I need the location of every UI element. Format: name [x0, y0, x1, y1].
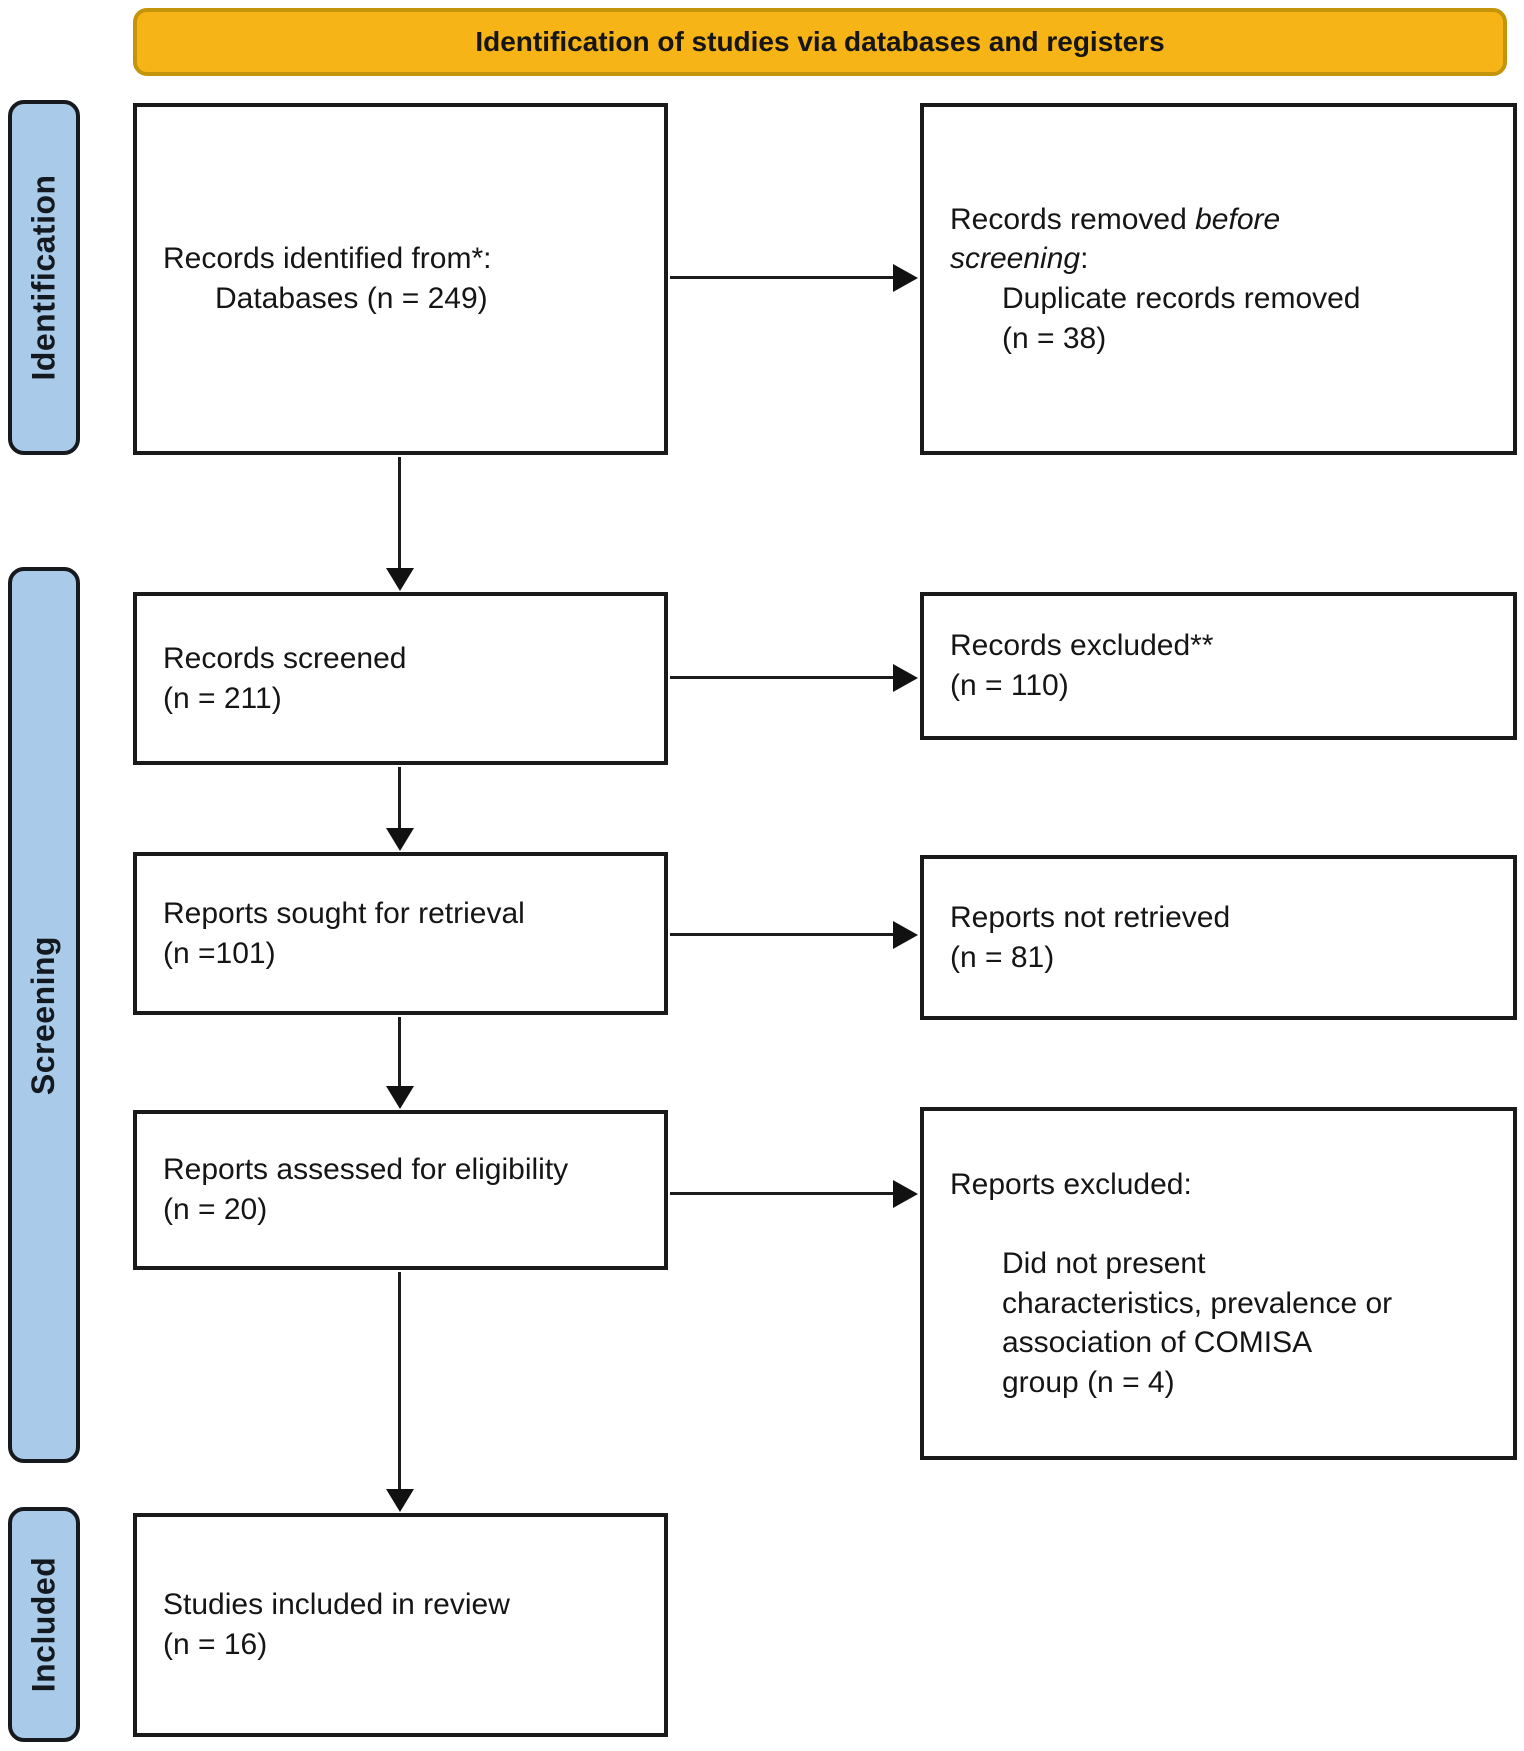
box-records-removed: Records removed before screening: Duplic… — [920, 103, 1517, 455]
records-removed-line2: screening: — [950, 242, 1089, 276]
records-identified-line1: Records identified from*: — [163, 242, 492, 276]
reports-sought-line1: Reports sought for retrieval — [163, 896, 525, 930]
reports-excluded-line6: group (n = 4) — [1002, 1365, 1175, 1399]
arrow-assessed-to-included — [398, 1272, 401, 1490]
box-studies-included: Studies included in review (n = 16) — [133, 1513, 668, 1737]
records-excluded-line2: (n = 110) — [950, 669, 1069, 702]
box-reports-not-retrieved: Reports not retrieved (n = 81) — [920, 855, 1517, 1020]
records-excluded-line1: Records excluded** — [950, 629, 1214, 663]
box-records-identified: Records identified from*: Databases (n =… — [133, 103, 668, 455]
reports-excluded-line3: Did not present — [1002, 1247, 1206, 1281]
header-title: Identification of studies via databases … — [475, 26, 1165, 57]
records-removed-line1: Records removed before — [950, 202, 1281, 236]
reports-assessed-line2: (n = 20) — [163, 1193, 268, 1226]
records-removed-line3: Duplicate records removed — [1002, 282, 1361, 315]
reports-excluded-line5: association of COMISA — [1002, 1326, 1313, 1360]
stage-label-screening: Screening — [8, 567, 80, 1463]
records-screened-line2: (n = 211) — [163, 681, 282, 715]
arrow-assessed-to-reports-excluded — [670, 1192, 894, 1195]
stage-label-identification-text: Identification — [25, 174, 62, 381]
reports-assessed-line1: Reports assessed for eligibility — [163, 1153, 569, 1187]
reports-sought-line2: (n =101) — [163, 936, 276, 970]
arrow-sought-to-assessed — [398, 1017, 401, 1087]
reports-not-retrieved-line1: Reports not retrieved — [950, 900, 1231, 934]
header-banner: Identification of studies via databases … — [133, 8, 1507, 76]
arrow-identified-to-removed — [670, 276, 894, 279]
box-reports-excluded: Reports excluded: Did not present charac… — [920, 1107, 1517, 1460]
box-records-excluded: Records excluded** (n = 110) — [920, 592, 1517, 740]
reports-excluded-line1: Reports excluded: — [950, 1167, 1192, 1201]
stage-label-identification: Identification — [8, 100, 80, 455]
reports-excluded-line4: characteristics, prevalence or — [1002, 1286, 1393, 1320]
records-removed-line4: (n = 38) — [1002, 321, 1107, 355]
arrow-screened-to-sought — [398, 767, 401, 829]
arrow-sought-to-not-retrieved — [670, 933, 894, 936]
studies-included-line1: Studies included in review — [163, 1588, 510, 1622]
records-screened-line1: Records screened — [163, 641, 407, 675]
studies-included-line2: (n = 16) — [163, 1628, 268, 1661]
box-reports-assessed: Reports assessed for eligibility (n = 20… — [133, 1110, 668, 1270]
records-identified-line2: Databases (n = 249) — [215, 282, 488, 315]
arrow-screened-to-excluded — [670, 676, 894, 679]
stage-label-included-text: Included — [25, 1556, 62, 1693]
stage-label-included: Included — [8, 1507, 80, 1742]
stage-label-screening-text: Screening — [25, 935, 62, 1095]
box-records-screened: Records screened (n = 211) — [133, 592, 668, 765]
arrow-identified-to-screened — [398, 457, 401, 569]
box-reports-sought: Reports sought for retrieval (n =101) — [133, 852, 668, 1015]
reports-not-retrieved-line2: (n = 81) — [950, 940, 1055, 974]
